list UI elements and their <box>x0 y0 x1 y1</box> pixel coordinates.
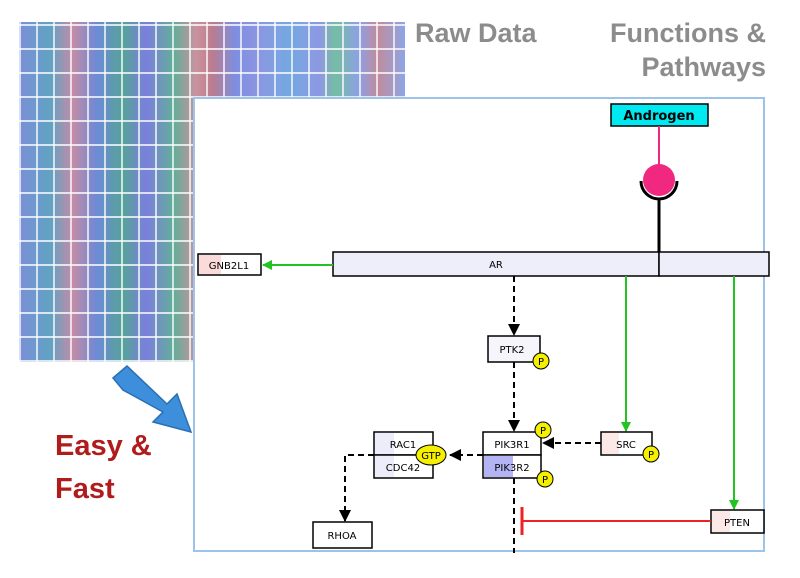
raw-data-heading: Raw Data <box>415 18 537 48</box>
phospho-badge-pik3r2: P <box>536 470 554 488</box>
gtp-label: GTP <box>421 451 441 462</box>
svg-text:P: P <box>648 450 654 461</box>
pik3r2-label: PIK3R2 <box>494 463 529 474</box>
functions-heading-line2: Pathways <box>641 52 766 82</box>
svg-text:P: P <box>542 475 548 486</box>
cdc42-label: CDC42 <box>386 463 420 474</box>
ar-node-extension <box>658 251 770 277</box>
receptor-ball-icon <box>643 164 675 196</box>
functions-heading: Functions & Pathways <box>610 18 766 83</box>
phospho-badge-src: P <box>642 445 660 463</box>
ptk2-label: PTK2 <box>499 345 524 356</box>
androgen-label: Androgen <box>623 109 694 124</box>
phospho-badge-ptk2: P <box>532 352 550 370</box>
pten-label: PTEN <box>724 518 750 529</box>
svg-text:P: P <box>540 426 546 437</box>
rhoa-label: RHOA <box>327 531 356 542</box>
rac1-label: RAC1 <box>390 440 417 451</box>
phospho-badge-pik3r1: P <box>534 421 552 439</box>
pik3r1-label: PIK3R1 <box>494 440 529 451</box>
gnb2l1-shade <box>199 255 221 274</box>
pten-shade <box>712 511 730 532</box>
gnb2l1-label: GNB2L1 <box>209 261 249 272</box>
blue-arrow-icon <box>111 364 193 434</box>
rhoa-node[interactable] <box>312 521 373 549</box>
src-label: SRC <box>616 440 636 451</box>
cdc42-shade <box>375 456 394 477</box>
functions-heading-line1: Functions & <box>610 18 766 48</box>
tagline-line1: Easy & <box>55 430 152 462</box>
ar-label: AR <box>489 260 503 271</box>
svg-text:P: P <box>538 357 544 368</box>
pik3r2-shade <box>484 456 513 477</box>
src-shade <box>602 433 619 454</box>
rac1-shade <box>375 433 394 454</box>
tagline-line2: Fast <box>55 473 115 505</box>
gtp-badge <box>415 444 447 466</box>
cdc42-rhoa-edge <box>339 454 374 522</box>
